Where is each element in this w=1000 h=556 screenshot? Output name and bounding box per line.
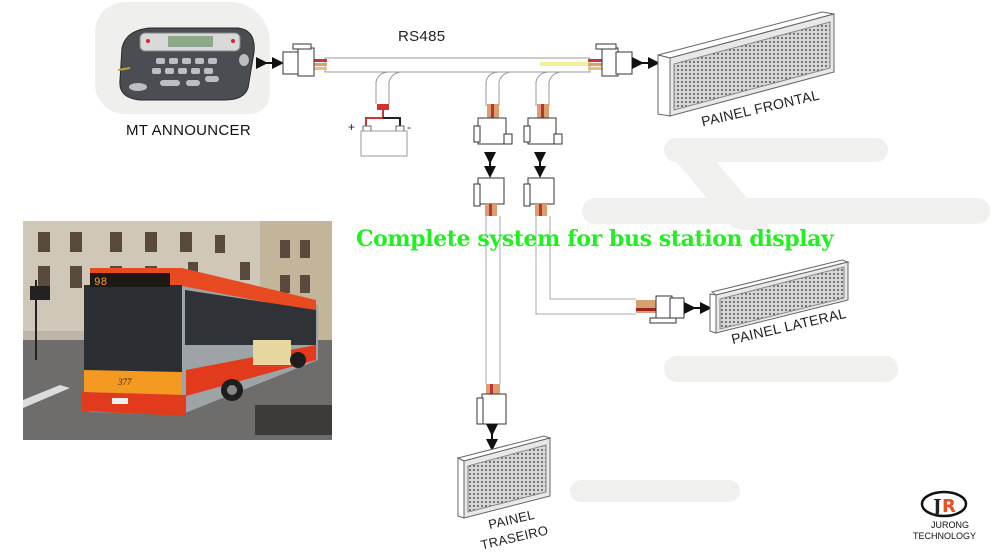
bus-fleet-number: 377 (117, 377, 132, 387)
svg-text:R: R (942, 496, 956, 517)
connector-left (282, 43, 315, 77)
power-branch (360, 71, 408, 157)
power-minus-label: - (407, 120, 412, 134)
redaction-blob (664, 356, 898, 382)
drop-branch-1 (473, 71, 513, 451)
power-plus-label: + (348, 120, 356, 134)
controller-label: MT ANNOUNCER (126, 122, 251, 139)
jurong-logo: J R JURONG TECHNOLOGY (913, 490, 993, 550)
rs485-bus-label: RS485 (398, 28, 446, 45)
svg-text:J: J (931, 496, 942, 517)
announcer-device (117, 27, 255, 101)
logo-line2: TECHNOLOGY (913, 531, 977, 541)
redaction-blob (570, 480, 740, 502)
rear-display-panel (456, 435, 552, 519)
side-display-panel (709, 259, 850, 334)
logo-line1: JURONG (931, 520, 969, 530)
rs485-trunk-cable (313, 57, 602, 73)
bus-route-number: 98 (94, 277, 107, 289)
connector-right (595, 43, 633, 77)
redaction-blob (582, 198, 990, 224)
diagram-title: Complete system for bus station display (356, 226, 834, 252)
front-display-panel (657, 11, 835, 117)
drop-branch-2 (523, 71, 712, 324)
jr-monogram-icon: J R (920, 490, 968, 518)
battery-icon (360, 130, 408, 157)
bus-photo-drawing: 98 377 (23, 221, 332, 440)
